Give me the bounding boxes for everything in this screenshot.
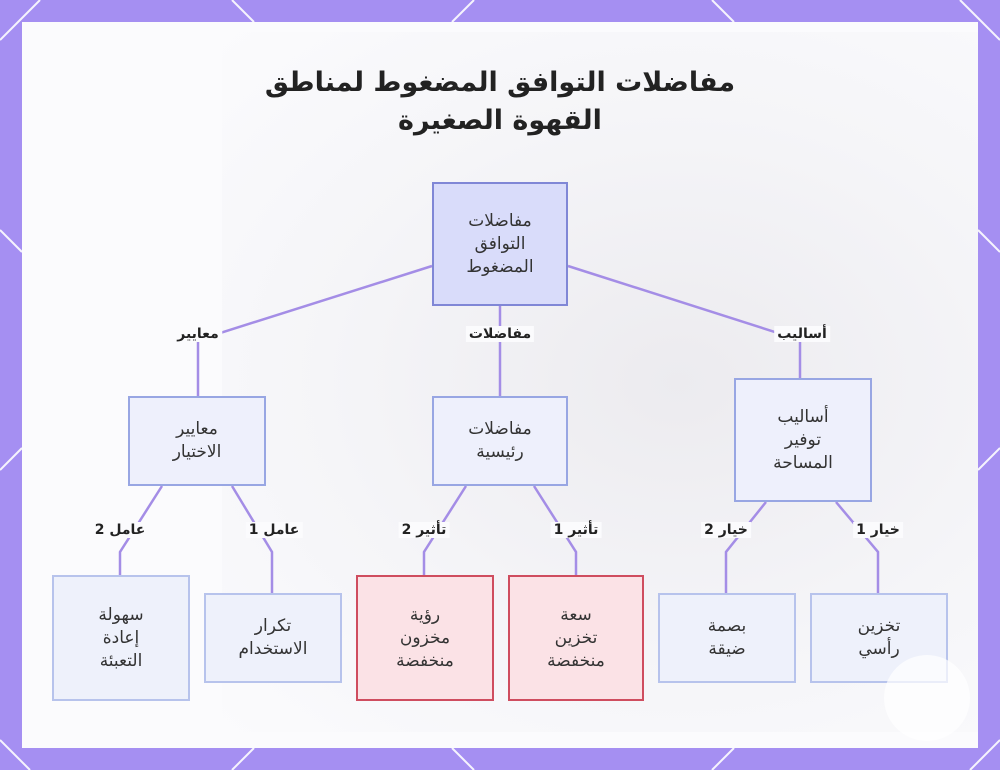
node-small-footprint: بصمة ضيقة (658, 593, 796, 683)
title-line-1: مفاضلات التوافق المضغوط لمناطق (264, 67, 736, 98)
node-storage-capacity-label: سعة تخزين منخفضة (547, 604, 605, 671)
edge-label-criteria: معايير (174, 326, 222, 342)
node-methods-label: أساليب توفير المساحة (773, 406, 833, 473)
node-root-label: مفاضلات التوافق المضغوط (466, 210, 534, 277)
edge-criteria-ease (118, 485, 164, 575)
diagram-title: مفاضلات التوافق المضغوط لمناطق القهوة ال… (0, 64, 1000, 140)
node-usage-frequency-label: تكرار الاستخدام (238, 616, 308, 659)
node-tradeoffs-label: مفاضلات رئيسية (468, 419, 532, 462)
edge-label-option-1: خيار 1 (853, 522, 903, 538)
edge-label-methods: أساليب (774, 326, 830, 342)
edge-label-factor-2: عامل 2 (91, 522, 149, 538)
node-tradeoffs: مفاضلات رئيسية (432, 396, 568, 486)
edge-tradeoffs-storage (532, 485, 578, 575)
edge-label-tradeoffs: مفاضلات (465, 326, 535, 342)
title-line-2: القهوة الصغيرة (398, 105, 602, 136)
node-methods: أساليب توفير المساحة (734, 378, 872, 502)
node-inventory-visibility-label: رؤية مخزون منخفضة (396, 604, 454, 671)
node-inventory-visibility: رؤية مخزون منخفضة (356, 575, 494, 701)
node-usage-frequency: تكرار الاستخدام (204, 593, 342, 683)
edge-label-factor-1: عامل 1 (245, 522, 303, 538)
node-vertical-storage: تخزين رأسي (810, 593, 948, 683)
edge-label-impact-2: تأثير 2 (398, 522, 450, 538)
node-criteria: معايير الاختيار (128, 396, 266, 486)
node-ease-refill-label: سهولة إعادة التعبئة (98, 604, 144, 671)
node-small-footprint-label: بصمة ضيقة (707, 616, 747, 659)
node-storage-capacity: سعة تخزين منخفضة (508, 575, 644, 701)
edge-methods-vertical (835, 501, 880, 593)
edge-criteria-usage (230, 485, 274, 593)
edge-root-methods (567, 264, 802, 378)
edge-tradeoffs-inventory (422, 485, 468, 575)
edge-label-impact-1: تأثير 1 (550, 522, 602, 538)
node-criteria-label: معايير الاختيار (172, 419, 222, 462)
node-ease-refill: سهولة إعادة التعبئة (52, 575, 190, 701)
edge-root-criteria (196, 264, 433, 396)
watermark-logo (884, 655, 970, 741)
edge-label-option-2: خيار 2 (701, 522, 751, 538)
node-vertical-storage-label: تخزين رأسي (857, 616, 901, 659)
node-root: مفاضلات التوافق المضغوط (432, 182, 568, 306)
edge-methods-footprint (724, 501, 767, 593)
